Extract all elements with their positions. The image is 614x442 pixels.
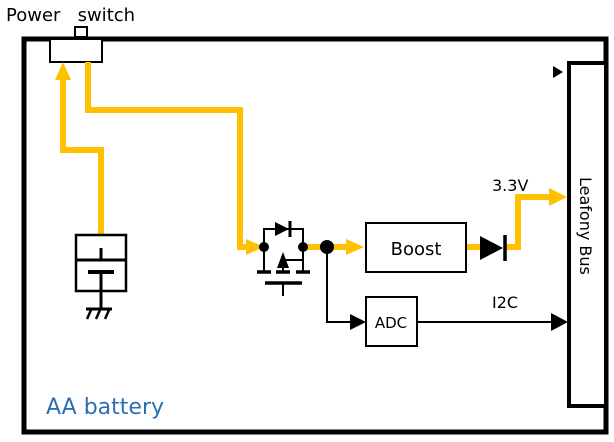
bus-label: Leafony Bus: [576, 177, 595, 275]
diode-input-arrow-icon: [246, 239, 264, 255]
body-diode-icon: [277, 252, 289, 268]
adc-box: [365, 296, 418, 347]
i2c-label: I2C: [492, 293, 518, 312]
adc-input-arrow-icon: [350, 314, 366, 330]
battery-to-switch-wire: [60, 78, 104, 235]
bus-power-arrow-icon: [549, 188, 567, 206]
adc-block[interactable]: ADC: [365, 296, 418, 347]
power-switch[interactable]: [49, 26, 103, 63]
boost-box: [365, 222, 467, 273]
board-label: AA battery: [46, 395, 164, 420]
ideal-diode-mosfet: [257, 221, 310, 296]
ground-hatch: [103, 309, 111, 320]
voltage-label: 3.3V: [492, 176, 528, 195]
boost-input-arrow-icon: [346, 239, 364, 255]
boost-label: Boost: [391, 239, 442, 260]
leafony-bus[interactable]: Leafony Bus: [567, 61, 608, 408]
power-switch-label: Power switch: [6, 5, 135, 26]
node-dot: [298, 242, 308, 252]
node-dot: [259, 242, 269, 252]
boost-block[interactable]: Boost: [365, 222, 467, 273]
switch-knob[interactable]: [74, 26, 88, 38]
i2c-arrow-icon: [551, 313, 568, 331]
bus-box: [567, 61, 608, 408]
battery-symbol: [74, 233, 128, 320]
switch-body: [49, 38, 103, 63]
switch-to-diode-wire: [85, 62, 255, 250]
switch-input-arrow-icon: [55, 62, 71, 80]
bus-marker-icon: [553, 66, 563, 78]
power-path: [60, 62, 550, 250]
adc-label: ADC: [375, 314, 407, 332]
output-diode-icon: [480, 236, 503, 260]
ground-hatch: [94, 309, 102, 320]
output-to-bus-wire: [505, 194, 550, 250]
ground-hatch: [85, 309, 93, 320]
adc-input-wire: [326, 247, 350, 323]
output-diode: [480, 235, 507, 261]
bypass-diode-icon: [275, 222, 289, 236]
